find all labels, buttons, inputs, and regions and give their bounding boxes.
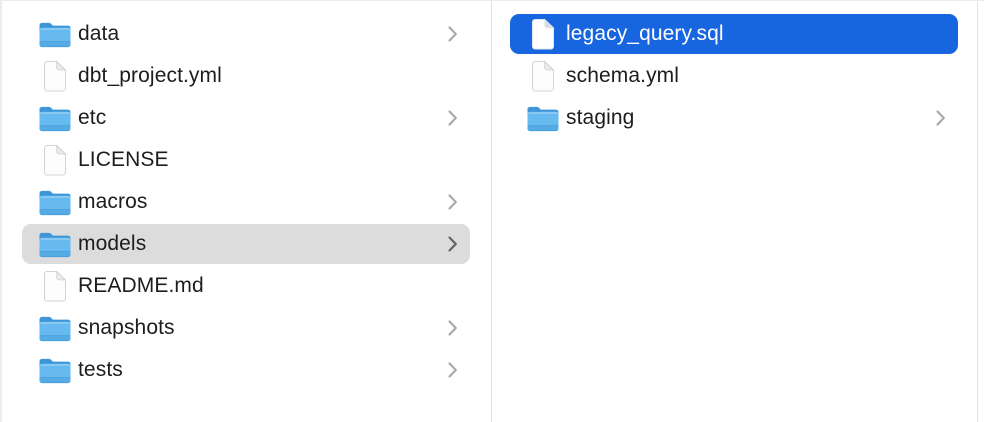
chevron-right-icon	[447, 109, 458, 127]
chevron-right-icon	[447, 25, 458, 43]
item-label: etc	[78, 106, 107, 129]
chevron-right-icon	[447, 235, 458, 253]
document-icon	[526, 18, 560, 51]
item-label: README.md	[78, 274, 204, 297]
folder-icon	[526, 104, 560, 132]
item-label: models	[78, 232, 147, 255]
file-row-dbt-project-yml[interactable]: dbt_project.yml	[22, 56, 470, 96]
file-row-schema-yml[interactable]: schema.yml	[510, 56, 958, 96]
item-label: tests	[78, 358, 123, 381]
folder-row-etc[interactable]: etc	[22, 98, 470, 138]
file-row-readme-md[interactable]: README.md	[22, 266, 470, 306]
document-icon	[38, 270, 72, 303]
folder-icon	[38, 230, 72, 258]
item-label: schema.yml	[566, 64, 680, 87]
item-label: staging	[566, 106, 635, 129]
folder-icon	[38, 188, 72, 216]
folder-row-staging[interactable]: staging	[510, 98, 958, 138]
chevron-right-icon	[935, 109, 946, 127]
folder-icon	[38, 356, 72, 384]
folder-row-snapshots[interactable]: snapshots	[22, 308, 470, 348]
folder-icon	[38, 104, 72, 132]
item-label: data	[78, 22, 120, 45]
file-row-license[interactable]: LICENSE	[22, 140, 470, 180]
item-label: dbt_project.yml	[78, 64, 222, 87]
item-label: LICENSE	[78, 148, 169, 171]
document-icon	[38, 60, 72, 93]
document-icon	[526, 60, 560, 93]
chevron-right-icon	[447, 193, 458, 211]
folder-row-models[interactable]: models	[22, 224, 470, 264]
document-icon	[38, 144, 72, 177]
folder-icon	[38, 314, 72, 342]
chevron-right-icon	[447, 361, 458, 379]
folder-icon	[38, 20, 72, 48]
finder-column-next	[978, 1, 984, 422]
item-label: macros	[78, 190, 148, 213]
file-row-legacy-query-sql[interactable]: legacy_query.sql	[510, 14, 958, 54]
item-label: legacy_query.sql	[566, 22, 724, 45]
folder-row-data[interactable]: data	[22, 14, 470, 54]
folder-row-macros[interactable]: macros	[22, 182, 470, 222]
item-label: snapshots	[78, 316, 175, 339]
folder-row-tests[interactable]: tests	[22, 350, 470, 390]
finder-column-models: legacy_query.sql schema.yml staging	[492, 1, 978, 422]
chevron-right-icon	[447, 319, 458, 337]
